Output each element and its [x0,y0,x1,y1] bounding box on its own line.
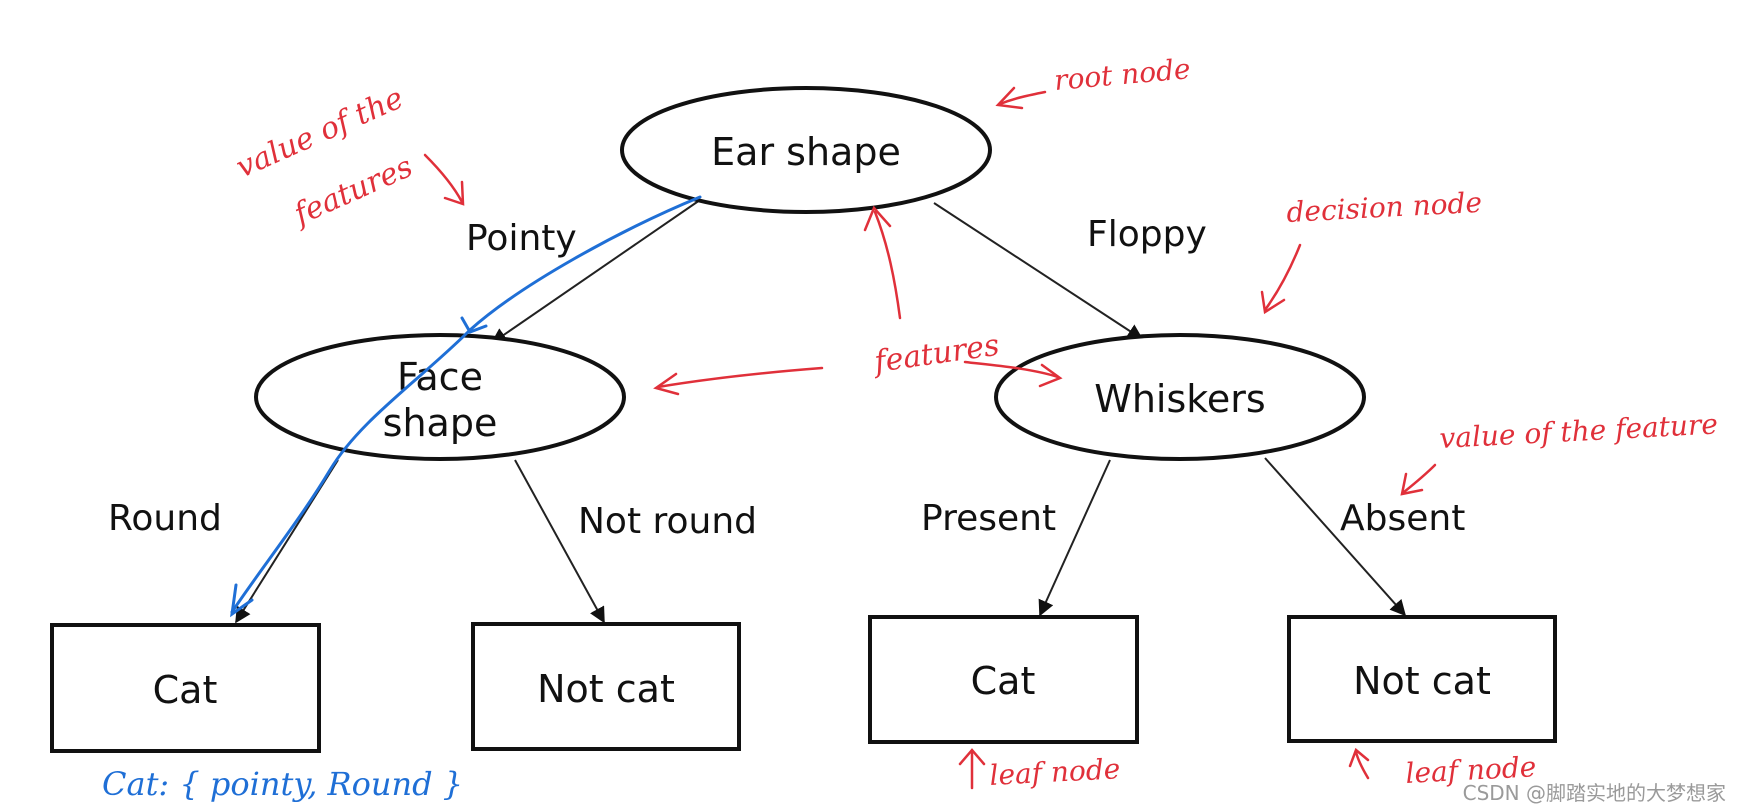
edge-root-to-face [490,199,701,344]
leaf-notcat-1-label: Not cat [537,667,675,711]
annotation-value-of-features: value of the features [231,81,465,233]
leaf-node-1-arrowhead [958,748,986,766]
annotation-root-node-text: root node [1053,52,1192,97]
face-shape-label-line1: Face [397,355,483,399]
blue-path-line [230,195,702,614]
annotation-decision-node-text: decision node [1286,186,1483,229]
features-arrow-up-head [863,205,892,232]
features-arrow-right [963,360,1060,379]
edge-label-floppy: Floppy [1087,214,1207,255]
decision-node-arrow [1263,243,1302,312]
edge-whiskers-to-notcat [1264,457,1407,617]
value-feature-arrow [1402,463,1437,494]
annotation-leaf-node-1-text: leaf node [989,752,1121,792]
root-node-arrow [998,90,1047,106]
leaf-node-2-arrowhead [1348,747,1370,768]
annotation-leaf-node-2-text: leaf node [1405,750,1537,790]
edge-label-not-round: Not round [578,501,757,542]
leaf-notcat-1-box [471,622,741,751]
leaf-cat-1-label: Cat [153,668,218,712]
annotation-cat-path: Cat: { pointy, Round } [102,195,702,803]
value-features-arrow [423,153,464,204]
annotation-value-of-feature: value of the feature [1400,407,1719,496]
features-arrow-left [656,366,824,389]
features-arrow-up [873,210,902,320]
blue-path-end-arrowhead [230,583,254,618]
annotation-root-node: root node [995,52,1192,110]
value-features-arrowhead [443,180,465,206]
leaf-notcat-2-label: Not cat [1353,659,1491,703]
edge-label-round: Round [108,498,222,539]
whiskers-node-ellipse [994,333,1366,461]
edge-root-to-whiskers [933,202,1144,340]
annotation-features-text: features [870,328,1001,380]
root-node-label: Ear shape [711,130,901,174]
annotation-leaf-node-2: leaf node [1348,747,1537,790]
features-arrow-left-head [653,372,680,396]
leaf-notcat-2-box [1287,615,1557,743]
blue-path-mid-arrowhead [460,316,488,334]
root-node-arrowhead [995,86,1024,110]
edge-whiskers-to-cat [1038,459,1111,617]
annotation-leaf-node-1: leaf node [958,748,1121,792]
edge-face-to-notcat [514,459,605,624]
leaf-cat-2-box [868,615,1139,744]
annotation-features: features [653,205,1063,396]
value-feature-arrowhead [1400,472,1424,496]
features-arrow-right-head [1038,363,1063,388]
edge-label-pointy: Pointy [466,218,577,259]
root-node-ellipse [620,86,992,214]
annotation-cat-path-text: Cat: { pointy, Round } [102,765,463,803]
edge-label-absent: Absent [1340,498,1465,539]
decision-node-arrowhead [1260,290,1286,315]
annotation-value-line2: features [287,149,418,233]
whiskers-node-label: Whiskers [1094,377,1265,421]
annotation-value-of-feature-text: value of the feature [1439,407,1719,455]
face-shape-node-ellipse [254,333,626,461]
face-shape-label-line2: shape [383,401,498,445]
leaf-cat-2-label: Cat [971,659,1036,703]
annotation-decision-node: decision node [1260,186,1483,315]
watermark-text: CSDN @脚踏实地的大梦想家 [1463,781,1726,805]
edge-label-present: Present [921,498,1056,539]
leaf-cat-1-box [50,623,321,753]
leaf-node-2-arrow [1354,750,1370,780]
